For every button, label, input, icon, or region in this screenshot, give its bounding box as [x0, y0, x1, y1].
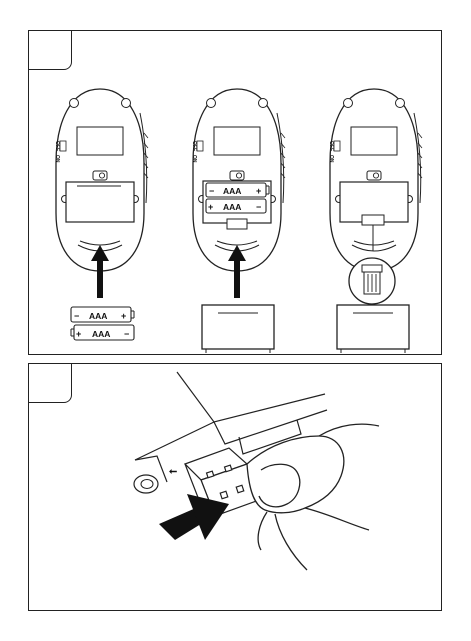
battery-loose-1: − AAA +: [71, 307, 134, 322]
mouse-underside-1: [56, 89, 148, 271]
battery-label-aaa: AAA: [92, 329, 110, 339]
battery-label-aaa: AAA: [223, 186, 241, 196]
battery-loose-2: + AAA −: [71, 325, 134, 340]
battery-label-aaa: AAA: [223, 202, 241, 212]
usb-symbol-icon: ⭠: [169, 466, 177, 477]
battery-cover-3: [337, 305, 409, 353]
battery-plus-sign: +: [76, 329, 81, 339]
battery-install-panel: OFF ON − AAA + + AAA − OFF ON: [28, 30, 442, 355]
battery-plus-sign: +: [121, 311, 126, 321]
battery-minus-sign: −: [124, 329, 129, 339]
battery-inside-2: + AAA −: [206, 199, 266, 213]
switch-on-label-2: ON: [191, 155, 197, 163]
battery-plus-sign: +: [256, 186, 261, 196]
battery-cover-2: [202, 305, 274, 353]
battery-label-aaa: AAA: [89, 311, 107, 321]
mouse-underside-2: [193, 89, 285, 271]
usb-insert-illustration: ⭠: [29, 364, 443, 612]
battery-minus-sign: −: [256, 202, 261, 212]
receiver-zoom-circle: [349, 258, 395, 304]
battery-plus-sign: +: [208, 202, 213, 212]
switch-on-label-1: ON: [54, 155, 60, 163]
battery-install-illustration: OFF ON − AAA + + AAA − OFF ON: [29, 31, 443, 356]
switch-on-label-3: ON: [328, 155, 334, 163]
battery-minus-sign: −: [74, 311, 79, 321]
switch-off-label-3: OFF: [328, 141, 334, 151]
audio-port: [134, 475, 158, 493]
switch-off-label-1: OFF: [54, 141, 60, 151]
usb-insert-panel: ⭠: [28, 363, 442, 611]
battery-minus-sign: −: [209, 186, 214, 196]
mouse-underside-3: [330, 89, 422, 271]
battery-inside-1: − AAA +: [206, 183, 269, 197]
switch-off-label-2: OFF: [191, 141, 197, 151]
